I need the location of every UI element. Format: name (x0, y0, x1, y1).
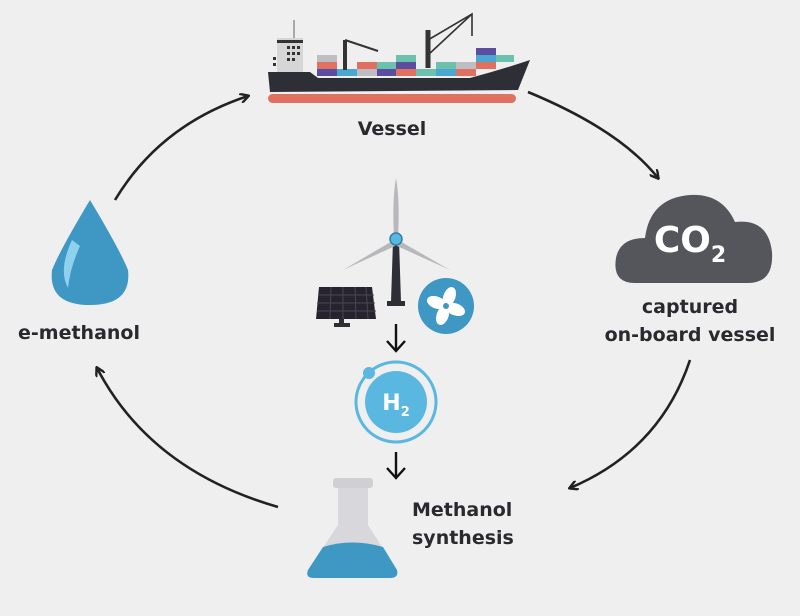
arrow-vessel-to-co2 (527, 90, 658, 178)
co2-label-line1: captured (641, 296, 739, 318)
synthesis-label-line1: Methanol (412, 499, 513, 521)
co2-cloud-icon: CO2 (615, 194, 773, 283)
solar-panel-icon (316, 286, 376, 327)
vessel-label: Vessel (357, 118, 427, 140)
arrow-co2-to-synthesis (570, 359, 692, 488)
arrow-renewables-to-h2 (386, 324, 406, 353)
co2-label-line2: on-board vessel (604, 324, 776, 346)
hydrogen-icon: H2 (354, 360, 438, 444)
h2-text: H2 (382, 391, 409, 420)
emethanol-label: e-methanol (18, 322, 140, 344)
ship-icon (268, 12, 530, 103)
methanol-drop-icon (51, 200, 129, 305)
arrow-h2-to-synthesis (386, 452, 406, 480)
wind-turbine-icon (343, 178, 450, 306)
arrow-emethanol-to-vessel (113, 96, 248, 201)
co2-text: CO2 (654, 220, 726, 268)
arrow-synthesis-to-emethanol (97, 368, 279, 509)
flask-icon (307, 478, 398, 578)
synthesis-label-line2: synthesis (412, 527, 514, 549)
fan-icon (418, 278, 474, 334)
